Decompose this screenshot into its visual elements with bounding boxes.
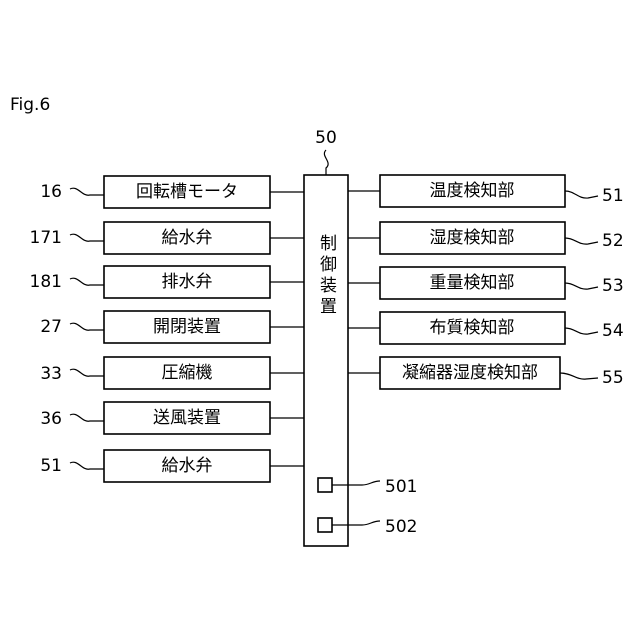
- block-label: 開閉装置: [153, 317, 221, 337]
- block-ref: 51: [40, 456, 62, 476]
- block-ref: 181: [30, 272, 62, 292]
- block-ref: 171: [30, 228, 62, 248]
- block-ref: 16: [40, 182, 62, 202]
- block-ref: 27: [40, 317, 62, 337]
- port-square: [318, 518, 332, 532]
- left-block: 51 給水弁: [40, 450, 304, 482]
- port-ref: 502: [385, 517, 417, 537]
- figure-label: Fig.6: [10, 95, 50, 115]
- controller-label: 制御装置: [316, 234, 337, 318]
- block-label: 圧縮機: [162, 363, 213, 383]
- left-block: 33 圧縮機: [40, 357, 304, 389]
- block-leader: [565, 328, 598, 334]
- block-leader: [70, 323, 104, 330]
- block-ref: 51: [602, 186, 624, 206]
- left-block: 27 開閉装置: [40, 311, 304, 343]
- right-block: 重量検知部 53: [348, 267, 624, 299]
- block-label: 重量検知部: [430, 273, 515, 293]
- block-leader: [565, 283, 598, 289]
- port-ref: 501: [385, 477, 417, 497]
- right-block: 温度検知部 51: [348, 175, 624, 207]
- block-label: 湿度検知部: [430, 228, 515, 248]
- right-block: 湿度検知部 52: [348, 222, 624, 254]
- block-label: 凝縮器湿度検知部: [402, 363, 538, 383]
- block-label: 温度検知部: [430, 181, 515, 201]
- block-leader: [565, 191, 598, 198]
- block-leader: [70, 234, 104, 241]
- block-ref: 52: [602, 231, 624, 251]
- block-leader: [70, 188, 104, 195]
- block-leader: [70, 414, 104, 421]
- block-ref: 53: [602, 276, 624, 296]
- left-block: 36 送風装置: [40, 402, 304, 434]
- block-label: 送風装置: [153, 408, 221, 428]
- block-leader: [70, 462, 104, 469]
- block-label: 布質検知部: [430, 318, 515, 338]
- block-leader: [70, 369, 104, 376]
- block-ref: 33: [40, 364, 62, 384]
- left-block: 181 排水弁: [30, 266, 304, 298]
- block-leader: [565, 238, 598, 244]
- block-leader: [560, 373, 598, 379]
- block-label: 給水弁: [162, 456, 213, 476]
- block-label: 排水弁: [162, 272, 213, 292]
- block-ref: 54: [602, 321, 624, 341]
- right-block: 布質検知部 54: [348, 312, 624, 344]
- block-leader: [70, 278, 104, 285]
- controller-leader: [324, 150, 328, 175]
- block-ref: 36: [40, 409, 62, 429]
- port-square: [318, 478, 332, 492]
- block-label: 給水弁: [162, 228, 213, 248]
- right-block: 凝縮器湿度検知部 55: [348, 357, 624, 389]
- left-block: 16 回転槽モータ: [40, 176, 304, 208]
- block-label: 回転槽モータ: [136, 182, 238, 202]
- controller-ref: 50: [315, 128, 337, 148]
- block-ref: 55: [602, 368, 624, 388]
- left-block: 171 給水弁: [30, 222, 304, 254]
